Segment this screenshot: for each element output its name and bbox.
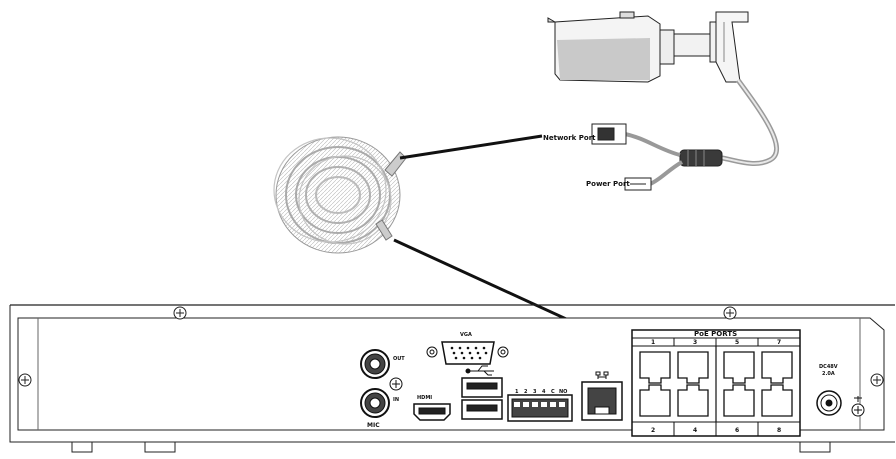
audio-out-label: OUT (393, 356, 405, 362)
svg-text:7: 7 (777, 339, 781, 346)
alarm-terminal-block (507, 394, 573, 422)
usb-ports (461, 377, 503, 420)
svg-text:4: 4 (693, 427, 697, 434)
poe-port-numbers: 1 3 5 7 2 4 6 8 (651, 339, 781, 434)
network-icon (595, 371, 609, 379)
poe-port-3 (677, 351, 709, 384)
svg-text:NO: NO (559, 389, 567, 395)
svg-text:3: 3 (693, 339, 697, 346)
camera-cable (721, 78, 779, 166)
svg-text:2: 2 (524, 389, 528, 395)
svg-text:6: 6 (735, 427, 739, 434)
screw-icon (18, 306, 884, 387)
audio-in-jack (360, 388, 390, 418)
poe-ports-title: PoE PORTS (694, 330, 737, 338)
mic-label: MIC (367, 422, 380, 429)
poe-port-2 (639, 384, 671, 417)
svg-text:1: 1 (515, 389, 519, 395)
power-port-label: Power Port (586, 180, 630, 188)
svg-text:3: 3 (533, 389, 537, 395)
power-label-line2: 2.0A (822, 371, 835, 377)
ground-icon (389, 377, 403, 391)
camera-pigtail (591, 123, 723, 191)
ground-screw-icon (851, 396, 865, 417)
poe-port-4 (677, 384, 709, 417)
terminal-labels: 1 2 3 4 C NO (515, 389, 567, 395)
svg-text:4: 4 (542, 389, 546, 395)
svg-text:1: 1 (651, 339, 655, 346)
vga-label: VGA (460, 332, 472, 338)
usb-icon (465, 365, 494, 376)
svg-text:2: 2 (651, 427, 655, 434)
audio-out-jack (360, 349, 390, 379)
svg-text:5: 5 (735, 339, 739, 346)
dc-power-jack (816, 390, 842, 416)
poe-port-8 (761, 384, 793, 417)
vga-port (426, 341, 509, 365)
bullet-camera (547, 11, 749, 83)
network-connection-line (399, 134, 543, 160)
network-port-label: Network Port (543, 134, 596, 142)
poe-port-1 (639, 351, 671, 384)
poe-port-5 (723, 351, 755, 384)
poe-port-6 (723, 384, 755, 417)
svg-text:8: 8 (777, 427, 781, 434)
coiled-network-cable (273, 136, 407, 254)
audio-in-label: IN (393, 397, 399, 403)
svg-text:C: C (551, 389, 555, 395)
hdmi-label: HDMI (417, 395, 432, 401)
lan-port (581, 381, 623, 421)
poe-port-7 (761, 351, 793, 384)
power-label-line1: DC48V (819, 364, 838, 370)
hdmi-port (413, 403, 451, 421)
